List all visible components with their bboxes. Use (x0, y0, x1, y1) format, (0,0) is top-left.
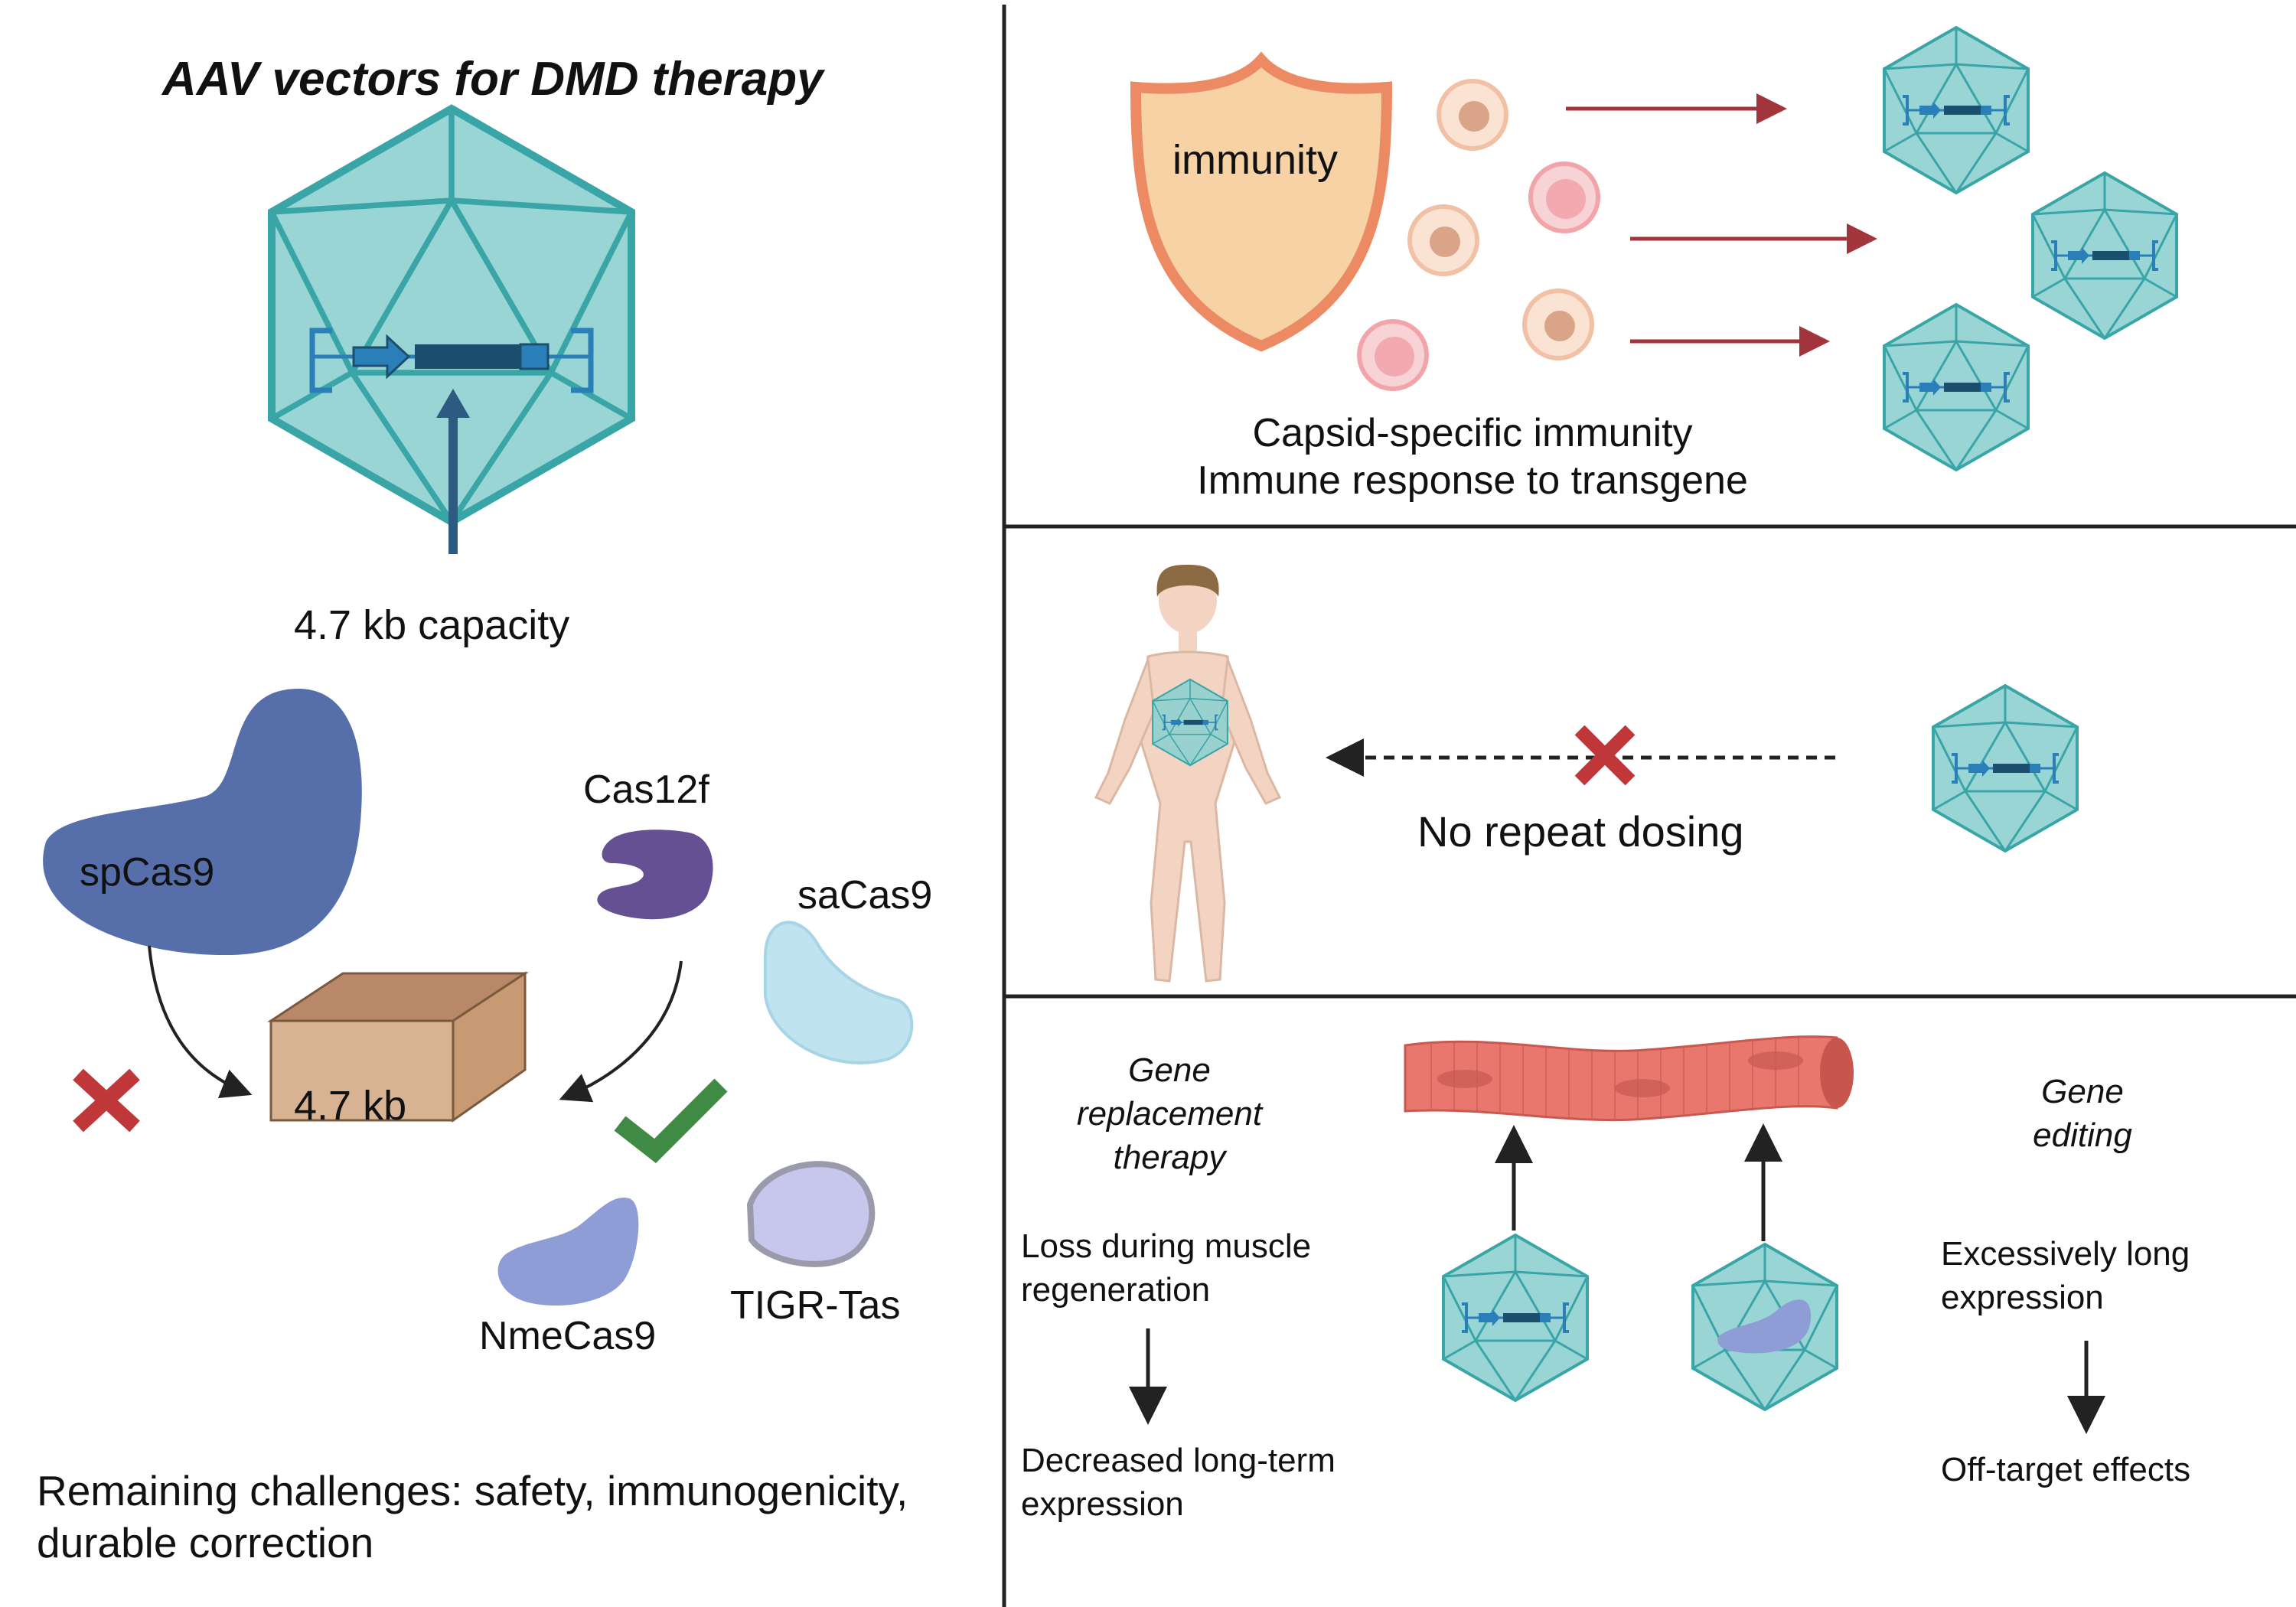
capacity-arrow (436, 389, 470, 554)
cas12f-label: Cas12f (583, 768, 709, 812)
sacas9-label: saCas9 (797, 873, 933, 918)
immune-cell-icon (1522, 288, 1594, 360)
patient-figure-icon (1094, 565, 1282, 983)
sacas9-protein-icon (764, 921, 914, 1064)
spcas9-label: spCas9 (80, 850, 215, 895)
antibody-cell-icon (1357, 319, 1429, 391)
blocked-cross-icon (1574, 725, 1636, 786)
box-label: 4.7 kb (294, 1083, 407, 1129)
replacement-capsid-icon (1442, 1234, 1589, 1402)
antibody-cell-icon (1528, 161, 1600, 233)
cas12f-protein-icon (597, 830, 713, 920)
spcas9-protein-icon (43, 689, 362, 956)
tigr-tas-protein-icon (746, 1161, 876, 1267)
nmecas9-protein-icon (497, 1198, 639, 1306)
nmecas9-label: NmeCas9 (479, 1314, 657, 1358)
capsid-icon (1883, 26, 2030, 194)
rejected-cross-icon (73, 1068, 140, 1133)
immune-cell-icon (1407, 204, 1479, 276)
editing-cause-text: Excessively long expression (1941, 1235, 2190, 1316)
gene-editing-heading: Gene editing (2033, 1073, 2132, 1154)
capsid-icon (1883, 303, 2030, 471)
figure-title: AAV vectors for DMD therapy (162, 53, 823, 106)
shield-label: immunity (1172, 137, 1339, 183)
muscle-fiber-icon (1404, 1035, 1854, 1122)
capacity-label: 4.7 kb capacity (294, 602, 570, 648)
challenges-text: Remaining challenges: safety, immunogeni… (37, 1467, 908, 1566)
replacement-effect-text: Decreased long-term expression (1021, 1442, 1336, 1523)
no-repeat-dosing-label: No repeat dosing (1417, 807, 1744, 856)
cas12f-to-box-arrow (559, 960, 683, 1103)
transgene-cassette-icon (309, 328, 594, 393)
transgene-immunity-text: Immune response to transgene (1197, 458, 1748, 503)
replacement-cause-text: Loss during muscle regeneration (1021, 1227, 1312, 1309)
immunity-shield-icon (1130, 51, 1393, 352)
spcas9-to-box-arrow (148, 945, 253, 1099)
tigr-tas-label: TIGR-Tas (730, 1283, 901, 1328)
capsid-icon (1932, 684, 2079, 852)
accepted-check-icon (614, 1078, 728, 1163)
editing-effect-text: Off-target effects (1941, 1451, 2191, 1488)
capsid-icon (2031, 171, 2178, 340)
immune-cell-icon (1437, 79, 1508, 151)
capacity-box-icon (267, 971, 529, 1123)
gene-replacement-heading: Gene replacement therapy (1076, 1051, 1263, 1176)
capsid-immunity-text: Capsid-specific immunity (1252, 411, 1693, 455)
editing-protein-icon (1717, 1299, 1812, 1354)
